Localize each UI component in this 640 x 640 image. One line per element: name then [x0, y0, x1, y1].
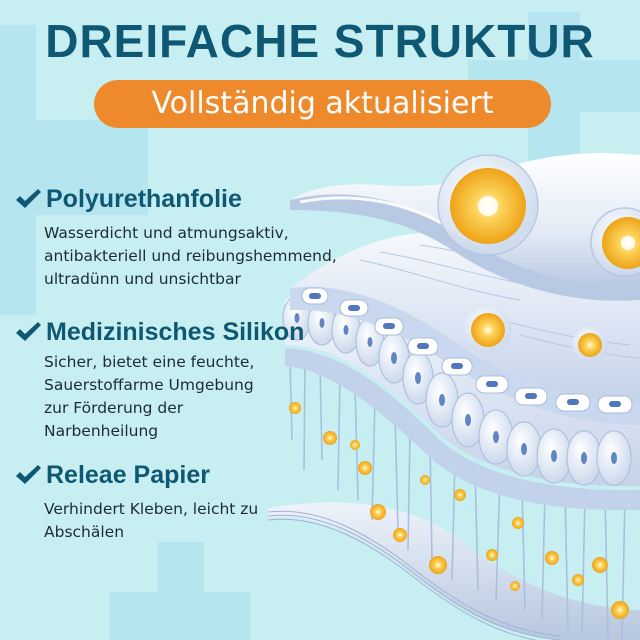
- feature-title: Releae Papier: [46, 461, 210, 489]
- silicone-strands: [289, 359, 626, 640]
- background-cross-bottom-horizontal: [110, 592, 250, 640]
- feature-description: Sicher, bietet eine feuchte, Sauerstoffa…: [44, 351, 304, 443]
- description-line: Sauerstoffarme Umgebung: [44, 376, 254, 394]
- checkmark-icon: [16, 465, 41, 484]
- checkmark-icon: [16, 322, 41, 341]
- feature-title: Polyurethanfolie: [46, 185, 242, 213]
- feature-polyurethane: Polyurethanfolie Wasserdicht und atmungs…: [14, 184, 337, 291]
- checkmark-icon: [16, 189, 41, 208]
- feature-release-paper: Releae Papier Verhindert Kleben, leicht …: [14, 460, 258, 544]
- description-line: zur Förderung der: [44, 399, 184, 417]
- description-line: Verhindert Kleben, leicht zu: [44, 500, 259, 518]
- feature-medical-silicone: Medizinisches Silikon Sicher, bietet ein…: [14, 317, 304, 443]
- feature-title: Medizinisches Silikon: [46, 318, 305, 346]
- feature-description: Wasserdicht und atmungsaktiv, antibakter…: [44, 222, 337, 291]
- background-cross-left-horizontal: [0, 120, 148, 215]
- description-line: Narbenheilung: [44, 422, 159, 440]
- description-line: antibakteriell und reibungshemmend,: [44, 247, 337, 265]
- gold-particles: [289, 402, 629, 619]
- description-line: Abschälen: [44, 523, 125, 541]
- layer-structure-illustration: [267, 153, 640, 640]
- active-ingredient-bubbles: [437, 154, 640, 277]
- updated-badge: Vollständig aktualisiert: [94, 80, 551, 128]
- feature-description: Verhindert Kleben, leicht zu Abschälen: [44, 498, 258, 544]
- page-title: DREIFACHE STRUKTUR: [45, 15, 595, 67]
- description-line: ultradünn und unsichtbar: [44, 270, 241, 288]
- description-line: Wasserdicht und atmungsaktiv,: [44, 224, 289, 242]
- release-paper-layer: [267, 502, 640, 640]
- description-line: Sicher, bietet eine feuchte,: [44, 353, 255, 371]
